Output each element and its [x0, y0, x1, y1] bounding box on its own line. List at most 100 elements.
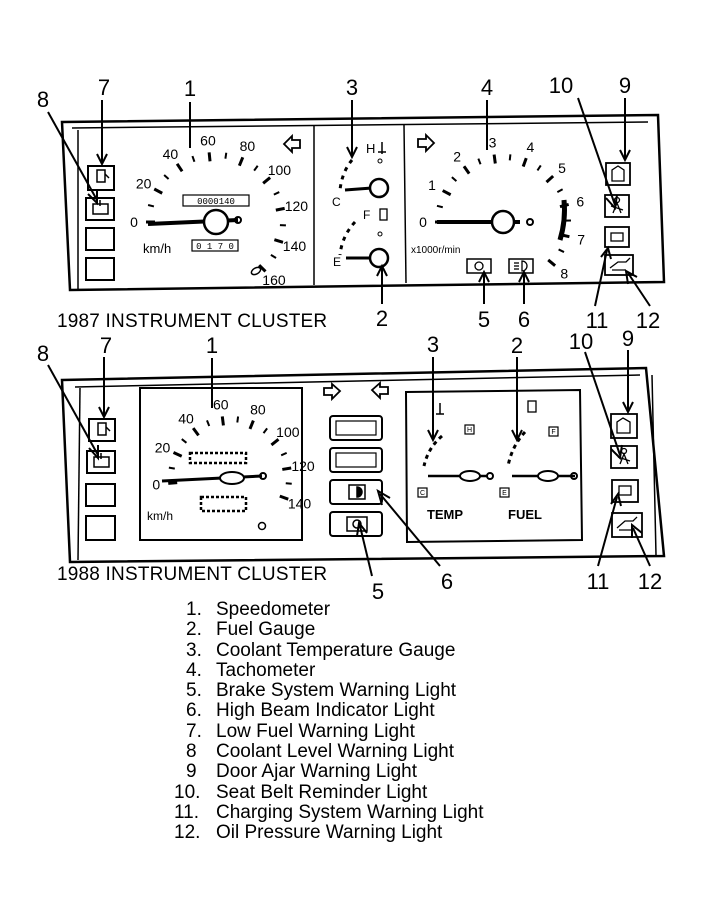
legend: 1.Speedometer 2.Fuel Gauge 3.Coolant Tem…	[174, 599, 484, 844]
svg-text:F: F	[551, 429, 555, 436]
dial-tick	[147, 204, 155, 208]
speedometer-ticks	[168, 416, 292, 501]
svg-text:11: 11	[586, 308, 609, 333]
tachometer-ticks	[435, 154, 572, 267]
callout-numbers-1987: 7 1 3 4 10 9 8 2 5 6 11 12	[37, 73, 660, 333]
dial-tick	[262, 176, 272, 185]
dial-tick-label: 20	[136, 175, 152, 191]
svg-text:10: 10	[549, 73, 573, 98]
dial-tick-label: 6	[576, 193, 584, 209]
svg-text:6: 6	[518, 307, 530, 332]
door-ajar-icon	[611, 165, 625, 182]
dial-tick-label: 0	[152, 476, 160, 492]
high-beam-indicator-1987	[508, 258, 534, 274]
svg-text:11: 11	[587, 569, 610, 594]
legend-item: 3.Coolant Temperature Gauge	[186, 639, 456, 661]
svg-text:km/h: km/h	[147, 509, 173, 523]
dial-tick	[547, 258, 557, 267]
svg-text:7: 7	[100, 333, 112, 358]
dial-tick	[253, 165, 259, 172]
dial-tick	[181, 438, 188, 444]
dial-tick	[168, 466, 175, 470]
dial-tick	[451, 176, 458, 182]
odometer-digits: 0000140	[197, 197, 235, 207]
svg-text:F: F	[363, 208, 370, 222]
svg-text:1: 1	[206, 333, 218, 358]
legend-item: 6.High Beam Indicator Light	[186, 700, 435, 722]
dial-tick	[462, 165, 471, 175]
svg-text:2: 2	[376, 306, 388, 331]
dial-tick	[273, 191, 280, 196]
door-ajar-warning-light-1987	[605, 162, 631, 186]
svg-text:E: E	[502, 490, 507, 497]
dial-tick-label: 40	[178, 410, 194, 426]
coolant-temperature-gauge-1987: H C	[332, 141, 390, 209]
fuel-pump-icon	[96, 169, 110, 183]
dial-tick	[207, 152, 212, 162]
callout-numbers-1988: 8 7 1 3 2 10 9 11 12 5 6	[37, 326, 662, 604]
high-beam-indicator-1988	[329, 479, 383, 505]
dial-tick	[248, 420, 255, 430]
trip-digits: 0 1 7 0	[196, 242, 234, 252]
dial-tick-label: 120	[291, 458, 315, 474]
legend-item: 2.Fuel Gauge	[186, 619, 316, 641]
charging-system-warning-light-1988	[611, 479, 639, 503]
dial-tick	[521, 157, 528, 168]
tachometer-hub	[490, 209, 516, 235]
caption-1987: 1987 INSTRUMENT CLUSTER	[57, 311, 328, 332]
dial-tick-label: 80	[240, 138, 256, 154]
coolant-level-warning-light-1988	[86, 450, 116, 474]
svg-text:9: 9	[622, 326, 634, 351]
dial-tick	[282, 466, 292, 471]
dial-tick-label: 20	[155, 440, 171, 456]
brake-warning-light-1987	[466, 258, 492, 274]
high-beam-icon	[514, 260, 528, 272]
fuel-gauge-1988: F E FUEL	[499, 400, 578, 522]
dial-tick	[220, 416, 225, 426]
legend-item: 4.Tachometer	[186, 659, 316, 681]
dial-tick-label: 2	[453, 148, 461, 164]
svg-text:1: 1	[184, 76, 196, 101]
dial-tick-label: 140	[283, 238, 307, 254]
dial-tick	[558, 248, 565, 253]
dial-tick	[237, 156, 245, 167]
callout-lines-1988	[47, 350, 651, 577]
svg-text:5: 5	[372, 579, 384, 604]
cluster-1987-housing	[60, 113, 666, 292]
svg-text:C: C	[420, 490, 425, 497]
svg-text:9: 9	[619, 73, 631, 98]
legend-item: 10.Seat Belt Reminder Light	[174, 781, 428, 803]
svg-text:C: C	[332, 195, 341, 209]
legend-item: 5.Brake System Warning Light	[186, 680, 457, 702]
dial-tick	[436, 204, 444, 209]
svg-text:E: E	[333, 255, 341, 269]
dial-tick	[163, 174, 170, 180]
dial-tick-label: 4	[526, 139, 534, 155]
fuel-gauge-1987: F E	[333, 208, 390, 269]
dial-tick	[279, 494, 289, 501]
dial-tick	[556, 188, 564, 194]
oil-pressure-warning-light-1988	[611, 512, 643, 538]
svg-text:12: 12	[638, 569, 662, 594]
low-fuel-warning-light-1988	[88, 418, 116, 442]
dial-tick-label: 3	[489, 135, 497, 151]
dial-tick-label: 160	[262, 272, 286, 288]
dial-tick	[168, 481, 178, 485]
coolant-temperature-gauge-1988: H C TEMP	[417, 403, 494, 522]
dial-tick	[258, 264, 267, 273]
svg-text:H: H	[366, 141, 375, 156]
callout-lines-1987	[47, 97, 651, 307]
dial-tick	[280, 451, 288, 457]
odometer	[182, 194, 250, 207]
brake-warning-light-1988	[329, 511, 383, 537]
coolant-level-warning-light	[85, 197, 115, 221]
svg-text:5: 5	[478, 307, 490, 332]
dial-tick-label: 120	[285, 198, 309, 214]
